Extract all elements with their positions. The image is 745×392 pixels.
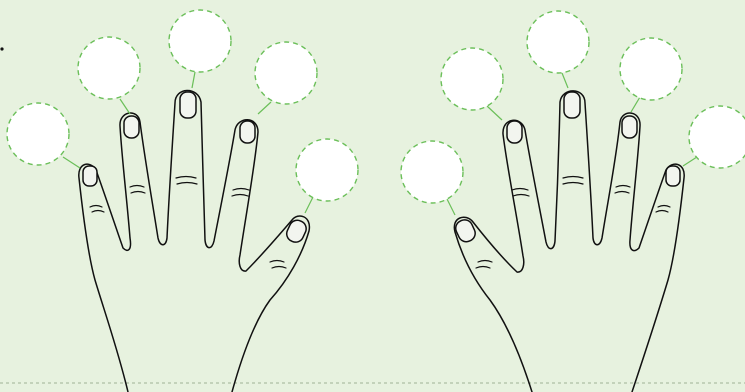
finger-slot[interactable] bbox=[296, 139, 358, 213]
slot-leader bbox=[192, 72, 195, 88]
slot-leader bbox=[305, 197, 313, 213]
slot-leader bbox=[447, 199, 455, 215]
slot-leader bbox=[562, 73, 568, 88]
left-ring-slot[interactable] bbox=[78, 37, 140, 99]
finger-slot[interactable] bbox=[441, 48, 503, 120]
finger-slot[interactable] bbox=[169, 10, 231, 88]
left-index-nail bbox=[240, 121, 255, 143]
finger-slot[interactable] bbox=[255, 42, 317, 114]
right-thumb-nail bbox=[453, 217, 478, 244]
finger-slot[interactable] bbox=[401, 141, 463, 215]
left-hand-outline bbox=[79, 90, 310, 392]
slot-leader bbox=[487, 106, 502, 120]
slot-leader bbox=[631, 97, 640, 112]
finger-slot[interactable] bbox=[620, 38, 682, 112]
left-middle-slot[interactable] bbox=[169, 10, 231, 72]
right-hand bbox=[453, 91, 684, 392]
right-thumb-slot[interactable] bbox=[401, 141, 463, 203]
left-pinky-nail bbox=[83, 166, 97, 186]
left-ring-nail bbox=[124, 116, 139, 138]
left-index-slot[interactable] bbox=[255, 42, 317, 104]
finger-slot[interactable] bbox=[7, 103, 80, 168]
finger-slot[interactable] bbox=[78, 37, 140, 114]
right-ring-slot[interactable] bbox=[620, 38, 682, 100]
right-index-nail bbox=[507, 121, 522, 143]
left-hand-creases bbox=[90, 177, 286, 269]
right-hand-outline bbox=[454, 91, 684, 392]
finger-slot[interactable] bbox=[683, 106, 745, 168]
right-pinky-nail bbox=[666, 166, 680, 186]
slot-leader bbox=[258, 102, 271, 114]
slot-leader bbox=[120, 99, 130, 114]
right-ring-nail bbox=[622, 116, 637, 138]
right-middle-nail bbox=[564, 92, 580, 118]
right-index-slot[interactable] bbox=[441, 48, 503, 110]
slot-leader bbox=[63, 157, 80, 168]
left-hand bbox=[79, 90, 310, 392]
left-thumb-slot[interactable] bbox=[296, 139, 358, 201]
left-pinky-slot[interactable] bbox=[7, 103, 69, 165]
right-hand-creases bbox=[476, 177, 670, 269]
right-middle-slot[interactable] bbox=[527, 11, 589, 73]
edge-mark bbox=[0, 47, 3, 50]
finger-slot[interactable] bbox=[527, 11, 589, 88]
right-pinky-slot[interactable] bbox=[689, 106, 745, 168]
left-middle-nail bbox=[180, 92, 196, 118]
